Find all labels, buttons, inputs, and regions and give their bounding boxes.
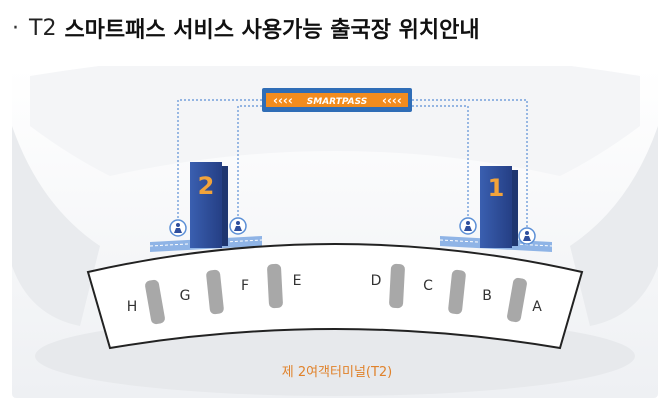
departure-platform-2: 2: [149, 162, 263, 252]
terminal-map: ‹‹‹‹ SMARTPASS ‹‹‹‹ 2 1: [12, 66, 658, 398]
gate-pillar: [267, 263, 283, 309]
heading-bullet: ·: [12, 15, 19, 41]
gate-label-d: D: [371, 273, 382, 289]
departure-platform-1: 1: [439, 166, 553, 252]
banner-arrows-left: ‹‹‹‹: [273, 94, 293, 108]
banner-arrows-right: ‹‹‹‹: [382, 94, 402, 108]
departure-number-2: 2: [198, 172, 215, 200]
heading-terminal: T2: [29, 15, 57, 41]
heading-title: 스마트패스 서비스 사용가능 출국장 위치안내: [64, 18, 480, 43]
connector-lines: [177, 99, 528, 234]
gate-pillars: [145, 263, 527, 325]
departure-tower-1: [480, 166, 512, 248]
gate-label-g: G: [180, 288, 191, 304]
terminal-wing-left: [12, 126, 100, 326]
gate-label-a: A: [532, 299, 542, 315]
connector-left-inner: [237, 105, 262, 224]
departure-number-1: 1: [488, 174, 505, 202]
gate-pillar: [507, 277, 527, 323]
connector-left-outer: [177, 99, 262, 224]
gate-label-f: F: [241, 278, 249, 294]
connector-right-inner: [412, 105, 469, 224]
gate-label-b: B: [482, 288, 492, 304]
terminal-caption: 제 2여객터미널(T2): [282, 365, 393, 380]
terminal-silhouette: [30, 66, 640, 176]
gate-pillar: [448, 269, 466, 315]
gate-label-e: E: [293, 273, 302, 289]
gate-pillar: [206, 269, 224, 315]
terminal-wing-right: [570, 126, 658, 326]
smartpass-banner: ‹‹‹‹ SMARTPASS ‹‹‹‹: [262, 88, 412, 112]
security-person-icon: [169, 219, 187, 237]
security-person-icon: [229, 217, 247, 235]
page-heading: · T2 스마트패스 서비스 사용가능 출국장 위치안내: [12, 10, 480, 46]
security-person-icon: [518, 227, 536, 245]
gate-label-h: H: [127, 299, 138, 315]
gate-pillar: [389, 263, 405, 309]
security-person-icon: [459, 217, 477, 235]
banner-label: SMARTPASS: [307, 97, 367, 107]
departure-tower-2: [190, 162, 222, 248]
gate-label-c: C: [423, 278, 433, 294]
gate-pillar: [145, 279, 165, 325]
connector-right-outer: [412, 99, 528, 234]
